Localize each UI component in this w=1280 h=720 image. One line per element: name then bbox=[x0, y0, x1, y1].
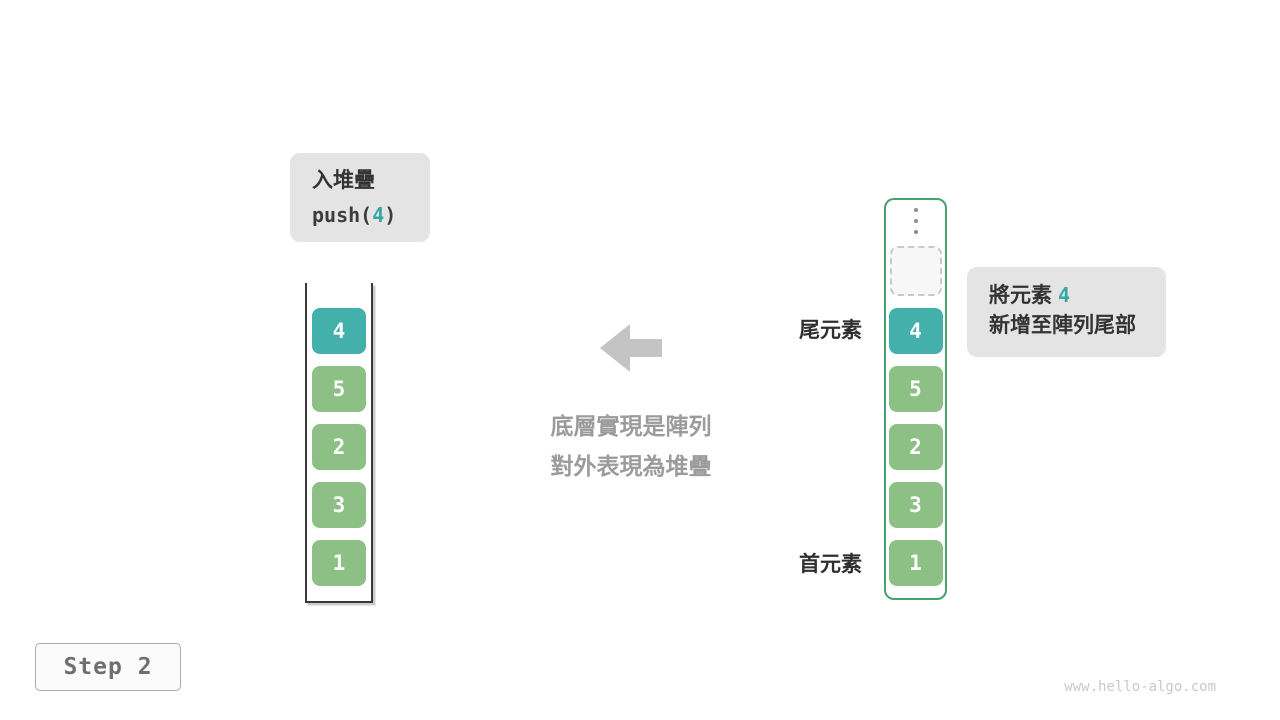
array-cell-0: 4 bbox=[888, 308, 943, 354]
note-line-1: 將元素 4 bbox=[989, 280, 1166, 311]
stack-cell-4: 1 bbox=[312, 540, 366, 586]
array-container: 4 5 2 3 1 bbox=[884, 198, 947, 600]
push-code-value: 4 bbox=[372, 203, 385, 227]
step-badge: Step 2 bbox=[35, 643, 181, 691]
tail-element-label: 尾元素 bbox=[799, 319, 862, 342]
explanation-line-1: 底層實現是陣列 bbox=[550, 413, 712, 439]
array-cell-1: 5 bbox=[888, 366, 943, 412]
array-cell-3: 3 bbox=[888, 482, 943, 528]
note-line-1-text: 將元素 bbox=[989, 284, 1052, 307]
note-line-2: 新增至陣列尾部 bbox=[989, 314, 1136, 337]
note-line-1-value: 4 bbox=[1058, 283, 1071, 307]
stack-container: 4 5 2 3 1 bbox=[305, 283, 373, 603]
watermark: www.hello-algo.com bbox=[1064, 679, 1216, 695]
push-label-box: 入堆疊 push(4) bbox=[290, 153, 430, 242]
stack-cell-1: 5 bbox=[312, 366, 366, 412]
push-code-suffix: ) bbox=[384, 203, 397, 227]
explanation-line-2: 對外表現為堆疊 bbox=[550, 453, 712, 479]
empty-slot bbox=[889, 246, 942, 296]
push-label-title: 入堆疊 bbox=[312, 169, 375, 192]
stack-cell-2: 2 bbox=[312, 424, 366, 470]
ellipsis-icon bbox=[913, 208, 918, 234]
array-cell-2: 2 bbox=[888, 424, 943, 470]
array-cell-4: 1 bbox=[888, 540, 943, 586]
explanation-text: 底層實現是陣列 對外表現為堆疊 bbox=[505, 406, 757, 486]
left-arrow-icon bbox=[600, 324, 662, 372]
note-box: 將元素 4 新增至陣列尾部 bbox=[967, 267, 1166, 357]
stack-cell-3: 3 bbox=[312, 482, 366, 528]
push-code-prefix: push( bbox=[312, 203, 373, 227]
stack-cell-0: 4 bbox=[312, 308, 366, 354]
head-element-label: 首元素 bbox=[799, 553, 862, 576]
push-code: push(4) bbox=[312, 200, 430, 230]
